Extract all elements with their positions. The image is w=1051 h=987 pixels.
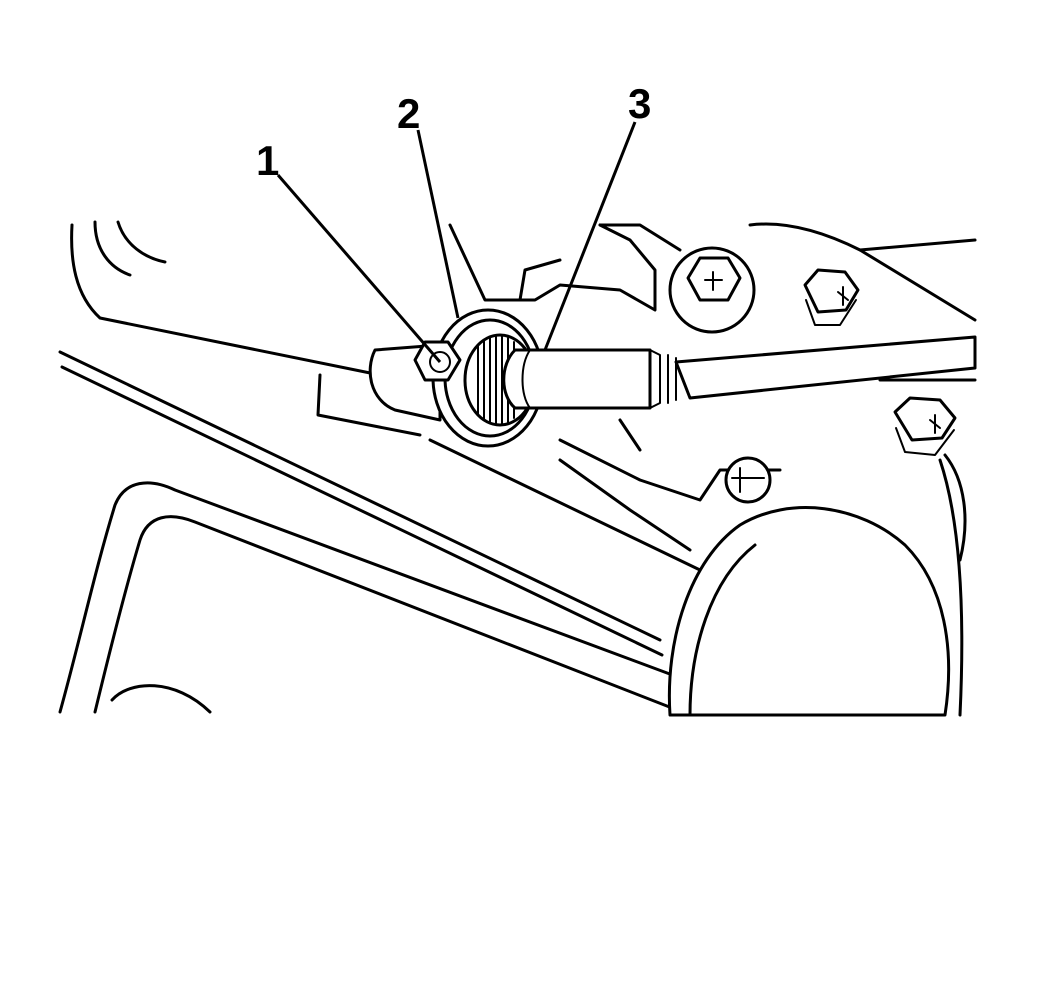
callout-1: 1 xyxy=(256,137,279,184)
leader-1 xyxy=(276,174,442,363)
callout-2: 2 xyxy=(397,90,420,137)
sensor-assembly xyxy=(368,308,977,448)
bolt-lower-right xyxy=(893,396,957,456)
bolt-upper-right xyxy=(803,268,860,326)
round-cover xyxy=(667,506,951,717)
housing-outlines xyxy=(58,220,977,717)
housing-bolts xyxy=(668,246,957,504)
leader-2 xyxy=(416,129,460,319)
callout-3: 3 xyxy=(628,80,651,127)
plug-small xyxy=(724,456,772,504)
leader-lines xyxy=(276,121,637,363)
leader-3 xyxy=(543,121,637,351)
bolt-upper-left xyxy=(668,246,756,334)
callout-labels: 1 2 3 xyxy=(256,80,651,184)
